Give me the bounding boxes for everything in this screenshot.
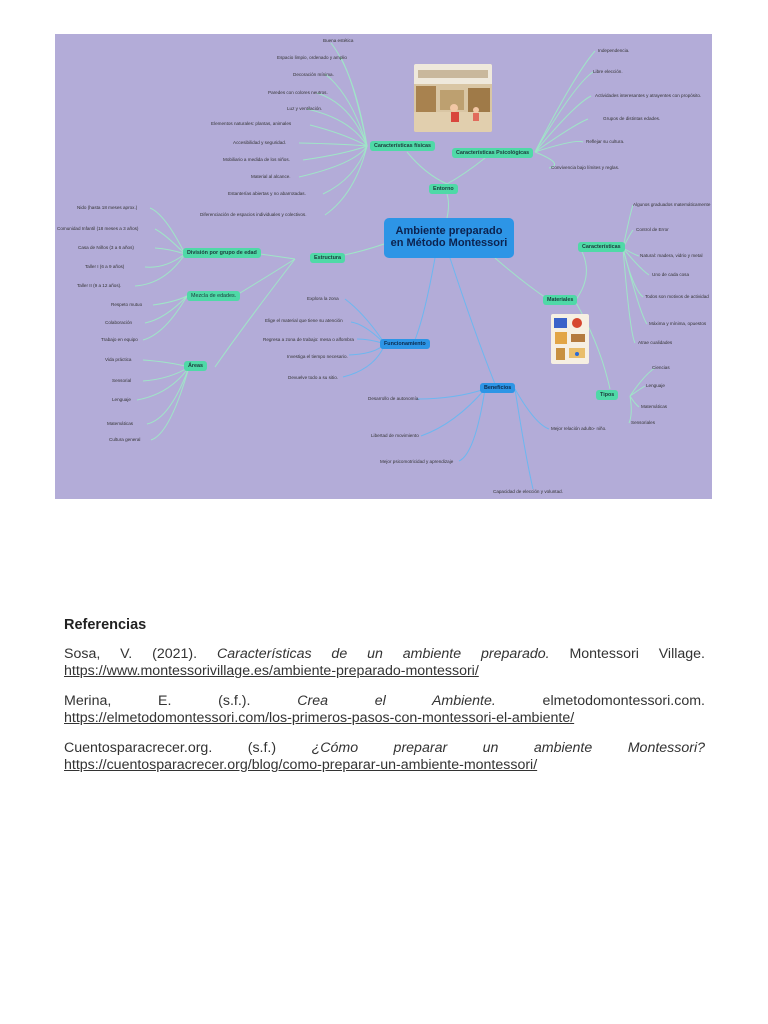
leaf-caracteristicas-6: Máxima y mínima, opuestos	[649, 321, 707, 326]
reference-title: Crea el Ambiente.	[297, 693, 496, 709]
reference-title: ¿Cómo preparar un ambiente Montessori?	[311, 740, 706, 756]
central-topic-line-2: en Método Montessori	[390, 237, 508, 249]
reference-item: Cuentosparacrecer.org. (s.f.) ¿Cómo prep…	[64, 740, 705, 774]
reference-item: Sosa, V. (2021). Características de un a…	[64, 646, 705, 680]
references-section: Referencias Sosa, V. (2021). Característ…	[64, 617, 705, 787]
reference-link[interactable]: https://elmetodomontessori.com/los-prime…	[64, 710, 575, 726]
leaf-caracteristicas-1: Algunos graduados matemáticamente	[633, 202, 711, 207]
leaf-psico-1: Independencia.	[598, 48, 630, 53]
node-estructura: Estructura	[310, 253, 345, 263]
leaf-beneficios-3: Mejor psicomotricidad y aprendizaje	[380, 459, 454, 464]
leaf-fisicas-10: Estanterías abiertas y no abarrotadas.	[228, 191, 306, 196]
node-caracteristicas: Características	[578, 242, 625, 252]
leaf-psico-5: Reflejar su cultura.	[586, 139, 625, 144]
materials-photo	[551, 314, 589, 364]
node-areas: Áreas	[184, 361, 207, 371]
central-topic: Ambiente preparado en Método Montessori	[384, 218, 514, 258]
mind-map: Ambiente preparado en Método Montessori …	[55, 34, 712, 499]
classroom-photo	[414, 64, 492, 132]
leaf-beneficios-1: Desarrollo de autonomía.	[368, 396, 420, 401]
reference-item: Merina, E. (s.f.). Crea el Ambiente. elm…	[64, 693, 705, 727]
leaf-beneficios-2: Libertad de movimiento	[371, 433, 419, 438]
leaf-caracteristicas-7: Atrae cualidades	[638, 340, 673, 345]
leaf-funcionamiento-4: Investiga el tiempo necesario.	[287, 354, 348, 359]
leaf-areas-5: Cultura general	[109, 437, 141, 442]
leaf-psico-6: Convivencia bajo límites y reglas.	[551, 165, 620, 170]
node-beneficios: Beneficios	[480, 383, 516, 393]
leaf-fisicas-7: Accesibilidad y seguridad.	[233, 140, 287, 145]
leaf-fisicas-1: Buena estética	[323, 38, 354, 43]
reference-author: Merina, E. (s.f.).	[64, 693, 298, 709]
leaf-division-3: Casa de Niños (3 a 6 años)	[78, 245, 134, 250]
mind-map-connectors	[134, 42, 656, 490]
leaf-funcionamiento-1: Explora la zona	[307, 296, 339, 301]
node-entorno: Entorno	[429, 184, 458, 194]
leaf-areas-1: Vida práctica	[105, 357, 132, 362]
node-tipos: Tipos	[596, 390, 619, 400]
leaf-areas-2: Sensorial	[112, 378, 132, 383]
leaf-psico-4: Grupos de distintas edades.	[603, 116, 661, 121]
leaf-funcionamiento-2: Elige el material que tiene su atención	[265, 318, 343, 323]
leaf-funcionamiento-5: Devuelve todo a su sitio.	[288, 375, 339, 380]
leaf-beneficios-4: Capacidad de elección y voluntad.	[493, 489, 563, 494]
reference-author: Cuentosparacrecer.org. (s.f.)	[64, 740, 312, 756]
leaf-fisicas-5: Luz y ventilación.	[287, 106, 323, 111]
leaf-beneficios-5: Mejor relación adulto- niño.	[551, 426, 607, 431]
leaf-division-2: Comunidad Infantil (18 meses a 3 años)	[57, 226, 139, 231]
materials-image	[551, 314, 589, 364]
leaf-division-4: Taller I (6 a 9 años)	[85, 264, 125, 269]
leaf-caracteristicas-3: Natural: madera, vidrio y metal	[640, 253, 703, 258]
reference-link[interactable]: https://www.montessorivillage.es/ambient…	[64, 663, 479, 679]
node-division-edad: División por grupo de edad	[183, 248, 261, 258]
node-funcionamiento: Funcionamiento	[380, 339, 430, 349]
node-materiales: Materiales	[543, 295, 578, 305]
reference-link[interactable]: https://cuentosparacrecer.org/blog/como-…	[64, 757, 538, 773]
leaf-fisicas-6: Elementos naturales: plantas, animales	[211, 121, 292, 126]
leaf-caracteristicas-5: Todos son motivos de actividad	[645, 294, 709, 299]
leaf-areas-4: Matemáticas	[107, 421, 134, 426]
central-topic-line-1: Ambiente preparado	[395, 225, 503, 237]
references-heading: Referencias	[64, 617, 147, 633]
reference-source: elmetodomontessori.com.	[495, 693, 705, 709]
leaf-mezcla-2: Colaboración	[105, 320, 133, 325]
leaf-psico-2: Libre elección.	[593, 69, 623, 74]
leaf-fisicas-11: Diferenciación de espacios individuales …	[200, 212, 307, 217]
classroom-image	[414, 64, 492, 132]
leaf-division-5: Taller II (9 a 12 años).	[77, 283, 122, 288]
leaf-tipos-4: Sensoriales	[631, 420, 656, 425]
leaf-fisicas-8: Mobiliario a medida de los niños.	[223, 157, 290, 162]
reference-title: Características de un ambiente preparado…	[216, 646, 550, 662]
leaf-psico-3: Actividades interesantes y atrayentes co…	[595, 93, 702, 98]
leaf-tipos-1: Ciencias	[652, 365, 670, 370]
leaf-tipos-2: Lenguaje	[646, 383, 665, 388]
leaf-tipos-3: Matemáticas	[641, 404, 668, 409]
node-caracteristicas-fisicas: Características físicas	[370, 141, 435, 151]
reference-author: Sosa, V. (2021).	[64, 646, 217, 662]
leaf-fisicas-4: Paredes con colores neutros.	[268, 90, 328, 95]
leaf-mezcla-1: Respeto mutuo	[111, 302, 143, 307]
node-caracteristicas-psicologicas: Características Psicológicas	[452, 148, 534, 158]
leaf-fisicas-9: Material al alcance.	[251, 174, 291, 179]
leaf-areas-3: Lenguaje	[112, 397, 131, 402]
node-mezcla-edades: Mezcla de edades.	[187, 291, 241, 301]
leaf-fisicas-2: Espacio limpio, ordenado y amplio	[277, 55, 347, 60]
leaf-division-1: Nido (hasta 18 meses aprox.)	[77, 205, 138, 210]
leaf-mezcla-3: Trabajo en equipo	[101, 337, 138, 342]
leaf-funcionamiento-3: Regresa a zona de trabajo: mesa o alfomb…	[263, 337, 354, 342]
leaf-fisicas-3: Decoración mínima.	[293, 72, 334, 77]
leaf-caracteristicas-4: Uno de cada cosa	[652, 272, 690, 277]
leaf-caracteristicas-2: Control de Error	[636, 227, 669, 232]
reference-source: Montessori Village.	[549, 646, 705, 662]
